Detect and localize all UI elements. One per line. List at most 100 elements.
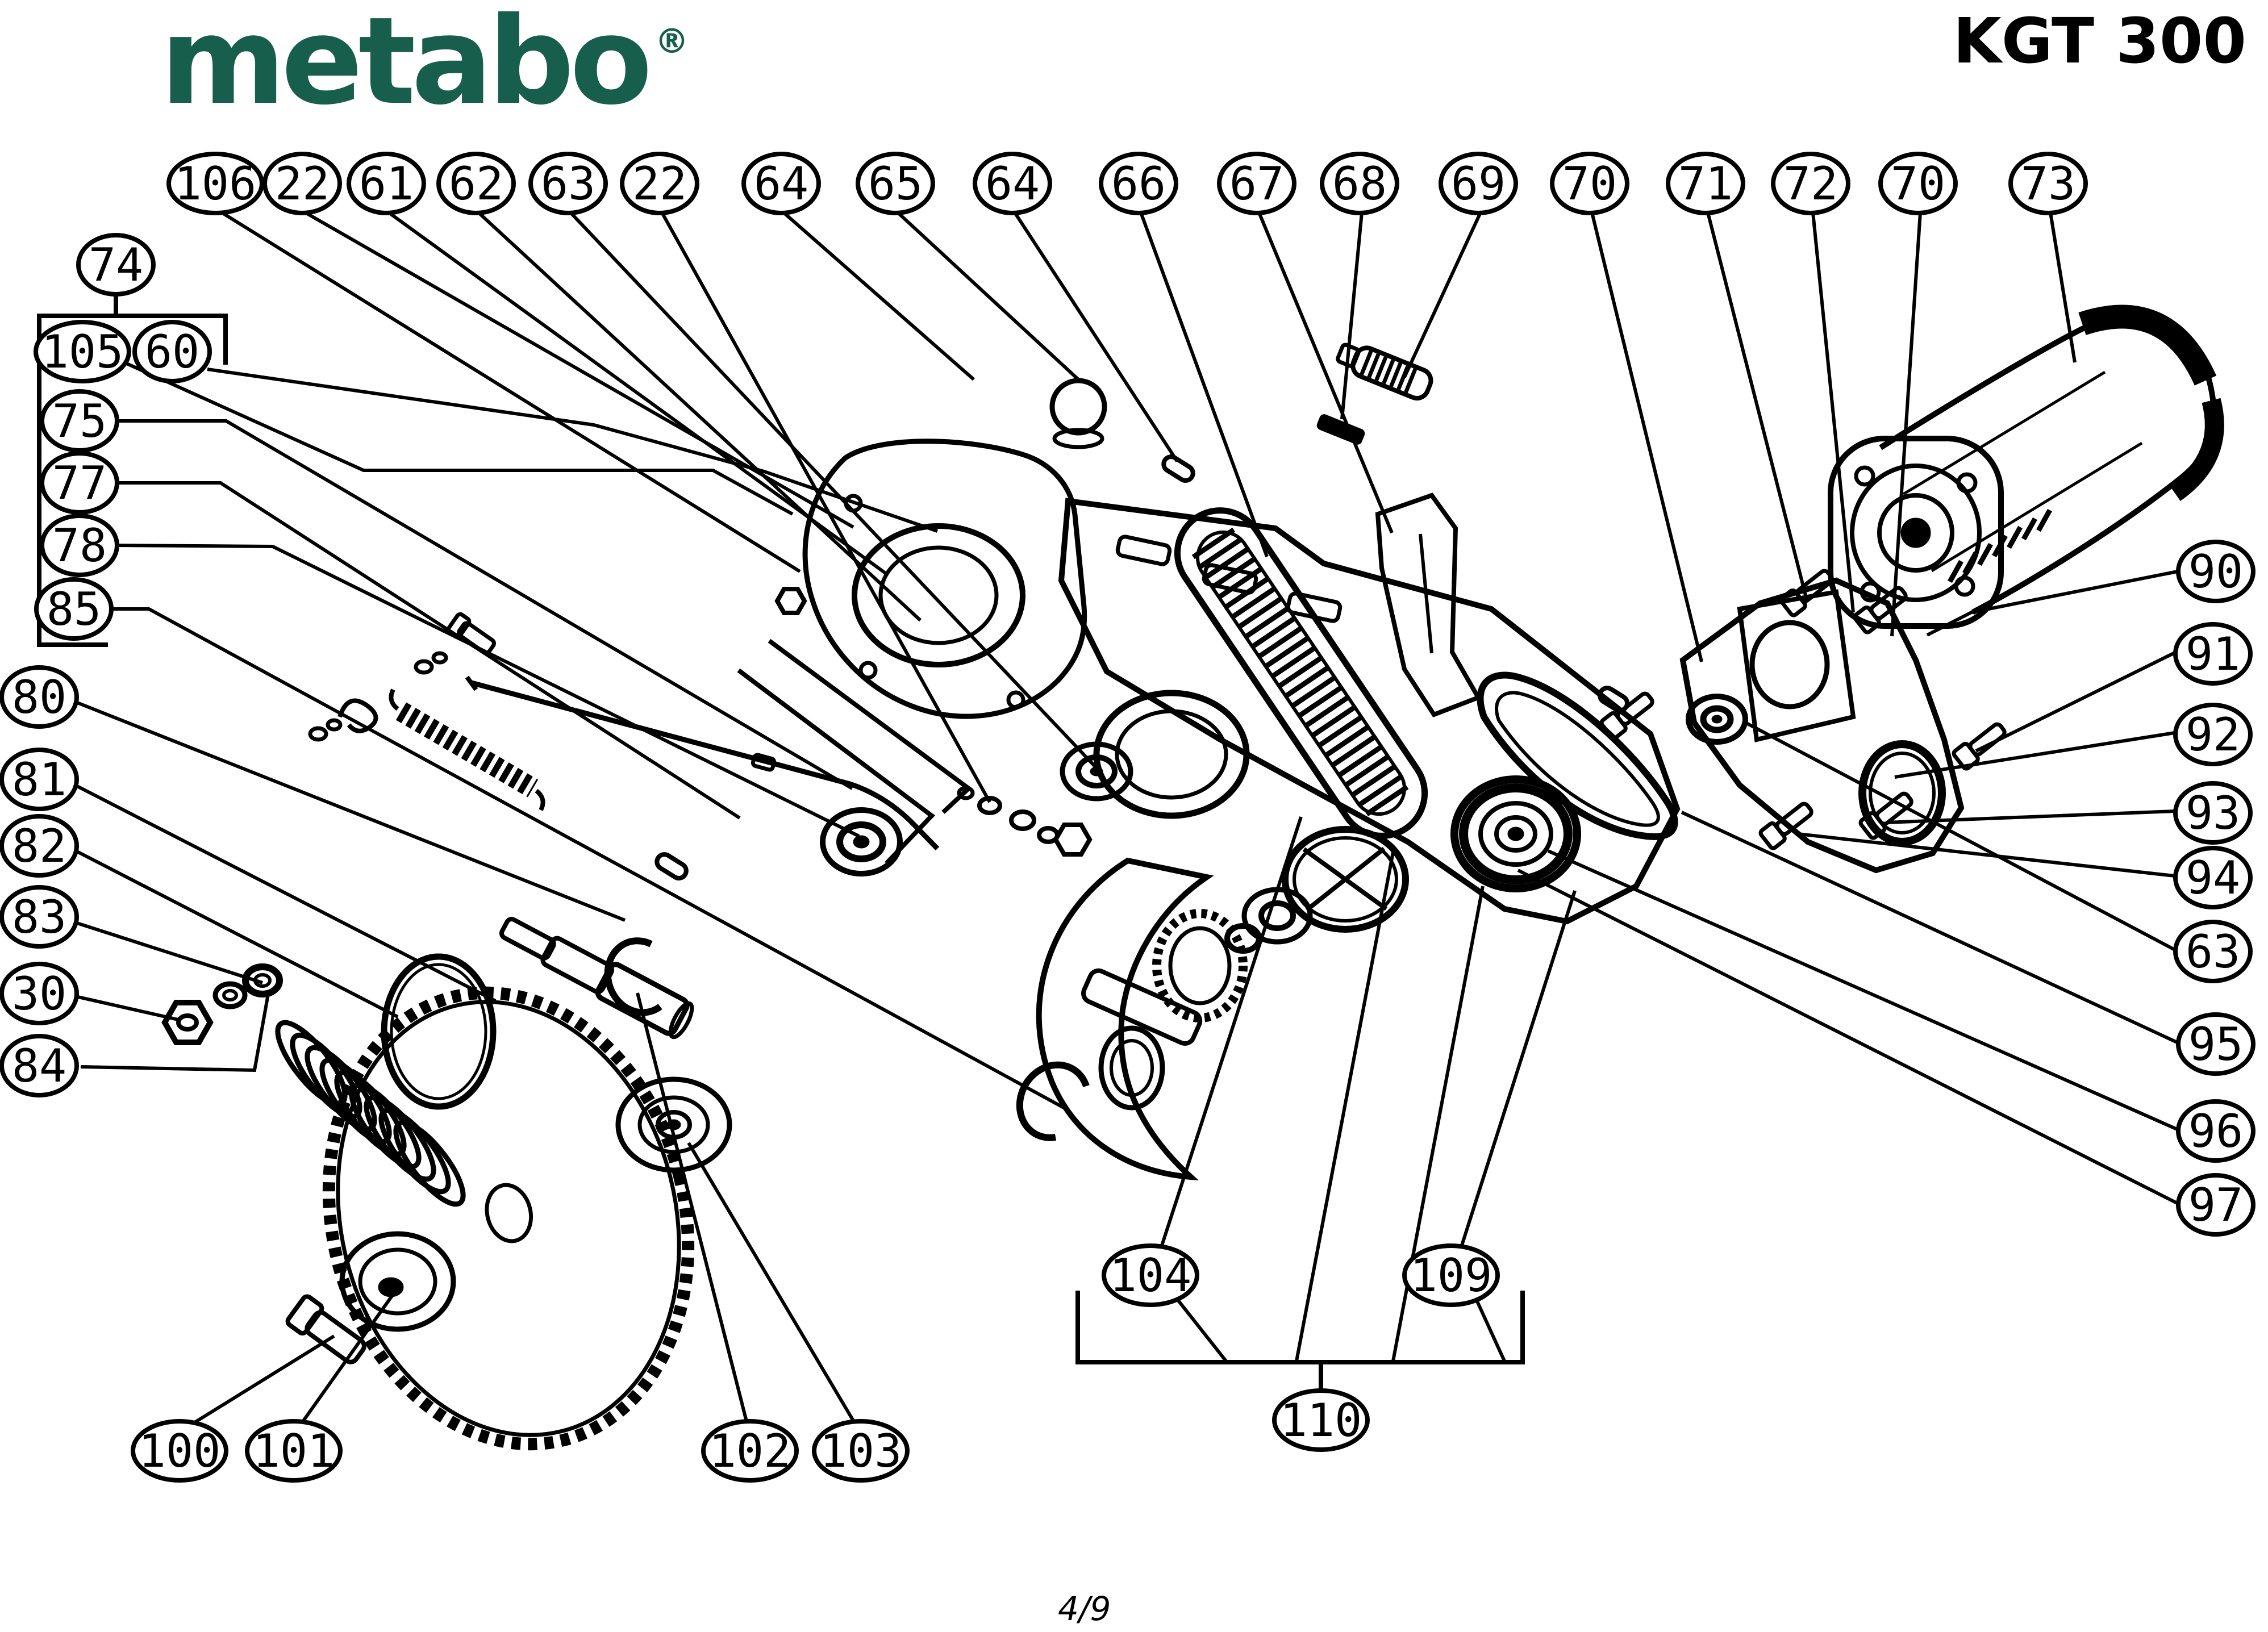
callout-oval-66 (1099, 152, 1178, 215)
leader-line-91 (1975, 650, 2177, 753)
mid-nut (1053, 823, 1093, 857)
callout-number-82: 82 (12, 820, 66, 873)
leader-line-105 (126, 362, 794, 516)
blade-screw (285, 1294, 366, 1364)
callout-22b: 22 (620, 152, 699, 215)
leader-line-83 (68, 919, 263, 984)
callout-number-70b: 70 (1891, 157, 1945, 210)
callout-92: 92 (2173, 703, 2253, 766)
blade-flange-inner (339, 1231, 456, 1332)
v-belt (1477, 671, 1678, 840)
callout-number-102: 102 (709, 1425, 791, 1477)
callout-93: 93 (2173, 781, 2253, 845)
leader-line-63a (569, 211, 1098, 770)
leader-line-77 (115, 481, 741, 820)
leader-line-60 (207, 368, 938, 533)
callout-oval-62 (436, 152, 516, 215)
callout-oval-93 (2173, 781, 2253, 845)
mid-washers (957, 786, 1060, 844)
callout-oval-90 (2176, 540, 2256, 603)
callout-number-64a: 64 (754, 157, 808, 210)
callout-oval-63a (528, 152, 608, 215)
callout-oval-82 (0, 814, 79, 878)
callout-number-22b: 22 (632, 157, 687, 210)
callout-oval-60 (132, 320, 212, 383)
callout-number-96: 96 (2188, 1105, 2243, 1158)
callout-oval-83 (0, 885, 79, 949)
callout-90: 90 (2176, 540, 2256, 603)
callout-oval-85 (34, 577, 114, 641)
callout-64a: 64 (741, 152, 821, 215)
washer-pair (212, 963, 283, 1009)
callout-number-85: 85 (47, 583, 101, 636)
callout-number-64b: 64 (985, 157, 1040, 210)
callout-75: 75 (40, 389, 119, 453)
callout-oval-110 (1272, 1388, 1370, 1452)
callout-number-63b: 63 (2186, 925, 2240, 978)
leader-line-100 (181, 1334, 335, 1432)
callout-number-84: 84 (12, 1040, 66, 1092)
hex-nut (161, 1000, 214, 1045)
coil-spring-large (275, 1020, 466, 1207)
callout-64b: 64 (973, 152, 1052, 215)
callout-number-105: 105 (41, 325, 124, 378)
bearing-small-right (1686, 694, 1748, 745)
callout-oval-30 (0, 962, 79, 1025)
leader-line-62 (477, 211, 922, 622)
leader-line-85 (111, 607, 1067, 1111)
callout-oval-109 (1402, 1243, 1500, 1307)
callout-oval-97 (2176, 1173, 2256, 1237)
leader-line-81 (72, 782, 497, 1003)
retainer-ring-large-inner (390, 963, 487, 1100)
callout-74: 74 (76, 233, 156, 297)
callout-number-104: 104 (1110, 1249, 1192, 1302)
callout-102: 102 (701, 1419, 799, 1483)
housing-nut-small (774, 587, 807, 615)
leader-line-78 (116, 544, 860, 838)
callout-number-22a: 22 (275, 157, 330, 210)
leader-line-68 (1340, 212, 1364, 420)
callout-number-67: 67 (1229, 157, 1284, 210)
callout-66: 66 (1099, 152, 1178, 215)
callout-oval-80 (0, 665, 79, 729)
callout-oval-75 (40, 389, 119, 453)
callout-94: 94 (2173, 846, 2253, 909)
leader-line-66 (1139, 211, 1269, 558)
bracket-screws (1600, 566, 2009, 849)
callout-oval-84 (0, 1034, 79, 1097)
cap-plug (1049, 378, 1107, 449)
callout-oval-22a (262, 152, 342, 215)
spindle-knurled (1336, 343, 1433, 401)
tensioner-plate (1375, 492, 1482, 717)
callout-number-65: 65 (868, 157, 923, 210)
model-title: KGT 300 (1953, 5, 2246, 77)
callout-81: 81 (0, 748, 79, 811)
callout-number-75: 75 (52, 395, 107, 448)
leader-lines-layer (68, 211, 2178, 1432)
callout-oval-95 (2176, 1012, 2256, 1076)
callout-63a: 63 (528, 152, 608, 215)
callout-65: 65 (856, 152, 935, 215)
callout-oval-72 (1771, 152, 1850, 215)
callout-95: 95 (2176, 1012, 2256, 1076)
callout-61: 61 (347, 152, 426, 215)
callout-number-74: 74 (89, 239, 143, 291)
callout-85: 85 (34, 577, 114, 641)
leader-line-106 (220, 211, 801, 573)
callout-oval-78 (40, 514, 119, 577)
leader-line-80 (73, 700, 626, 922)
callout-30: 30 (0, 962, 79, 1025)
callout-oval-73 (2008, 152, 2088, 215)
callout-80: 80 (0, 665, 79, 729)
callout-number-77: 77 (52, 457, 107, 510)
callout-number-93: 93 (2186, 787, 2240, 840)
callout-oval-103 (812, 1419, 910, 1483)
callout-70a: 70 (1550, 152, 1629, 215)
callout-73: 73 (2008, 152, 2088, 215)
callout-69: 69 (1439, 152, 1518, 215)
callout-number-61: 61 (359, 157, 414, 210)
callout-oval-74 (76, 233, 156, 297)
callout-100: 100 (131, 1419, 228, 1483)
